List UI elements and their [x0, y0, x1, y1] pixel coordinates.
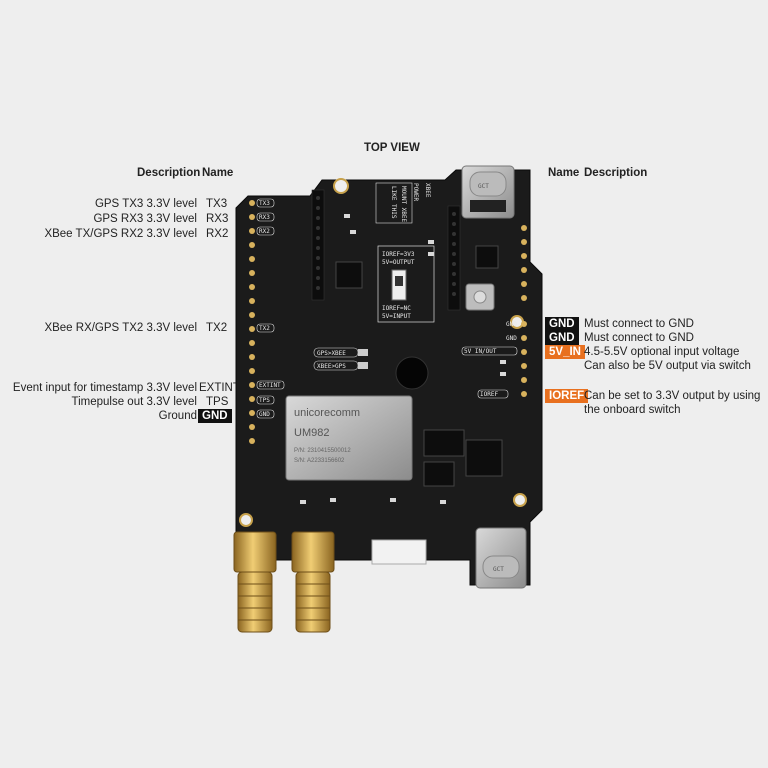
silk-label-extint: EXTINT [259, 382, 281, 389]
ic-u3 [475, 245, 499, 269]
usb-c-bottom: GCT [475, 527, 527, 589]
left-header-pads [249, 200, 255, 444]
pcb-outline [235, 169, 543, 586]
left-pin-name: EXTINT [199, 382, 240, 394]
right-pin-name-tag: IOREF [545, 389, 589, 403]
right-header-pads [521, 225, 527, 397]
silk-label-tps: TPS [259, 397, 270, 404]
left-pin-description: Event input for timestamp 3.3V level [12, 382, 197, 394]
right-pin-description: 4.5-5.5V optional input voltage [584, 346, 740, 358]
sma-connector-right [291, 531, 335, 633]
right-name-header: Name [548, 167, 580, 179]
left-description-header: Description [137, 167, 201, 179]
right-pin-description: Must connect to GND [584, 332, 694, 344]
svg-text:IOREF=3V3: IOREF=3V3 [382, 251, 415, 258]
left-pin-name: TPS [206, 396, 229, 408]
svg-text:XBEE>GPS: XBEE>GPS [317, 363, 346, 370]
left-pin-description: GPS RX3 3.3V level [93, 213, 197, 225]
module-pn: P/N: 2310415500012 [294, 448, 351, 454]
left-name-header: Name [202, 167, 234, 179]
mounting-holes [239, 178, 527, 527]
svg-text:5V=OUTPUT: 5V=OUTPUT [382, 259, 415, 266]
left-pin-name: TX3 [206, 198, 228, 210]
left-pin-description: GPS TX3 3.3V level [94, 198, 197, 210]
gps-xbee-selectors: GPS>XBEE XBEE>GPS [313, 347, 368, 371]
reset-button [465, 283, 495, 311]
ic-u7 [423, 461, 455, 487]
gnss-module-um982: unicorecomm UM982 P/N: 2310415500012 S/N… [285, 395, 413, 481]
right-pin-name-tag: GND [545, 317, 579, 331]
left-pin-name-tag: GND [198, 409, 232, 423]
ic-u9 [465, 439, 503, 477]
silk-label-tx2: TX2 [259, 325, 270, 332]
power-xbee-silk: POWER XBEE [412, 183, 431, 201]
silk-label-rx3: RX3 [259, 214, 270, 221]
left-pin-name: TX2 [206, 322, 228, 334]
left-silk-labels: TX3 RX3 RX2 TX2 EXTINT TPS GND [256, 198, 285, 419]
ioref-switch-block: IOREF=3V3 5V=OUTPUT IOREF=NC 5V=INPUT [377, 245, 435, 323]
module-brand: unicorecomm [294, 407, 360, 419]
silk-label-rx2: RX2 [259, 228, 270, 235]
svg-text:5V=INPUT: 5V=INPUT [382, 313, 411, 320]
xbee-mount-note: MOUNT XBEE LIKE THIS [375, 182, 413, 224]
svg-text:GCT: GCT [478, 183, 489, 190]
jst-connector [371, 539, 427, 565]
module-sn: S/N: A2233156602 [294, 458, 345, 464]
xbee-header-left [311, 189, 325, 301]
right-pin-description-line2: the onboard switch [584, 404, 681, 416]
right-pin-description: Can be set to 3.3V output by using [584, 390, 761, 402]
silk-label-gnd-r2: GND [506, 335, 517, 342]
silk-label-ioref: IOREF [480, 391, 498, 398]
ic-u12 [335, 261, 363, 289]
left-pin-description: XBee TX/GPS RX2 3.3V level [44, 228, 197, 240]
left-pin-name: RX2 [206, 228, 229, 240]
svg-text:POWER: POWER [412, 183, 419, 201]
silk-label-gnd-r1: GND [506, 321, 517, 328]
xbee-header-right [447, 205, 461, 311]
svg-text:GCT: GCT [493, 566, 504, 573]
svg-text:GPS>XBEE: GPS>XBEE [317, 350, 346, 357]
right-pin-description: Must connect to GND [584, 318, 694, 330]
right-pin-description-line2: Can also be 5V output via switch [584, 360, 751, 372]
silk-label-tx3: TX3 [259, 200, 270, 207]
left-pin-description: XBee RX/GPS TX2 3.3V level [44, 322, 197, 334]
right-pin-name-tag: 5V_IN [545, 345, 585, 359]
buzzer [395, 356, 429, 390]
left-pin-description: Ground [158, 410, 197, 422]
right-pin-name-tag: GND [545, 331, 579, 345]
sma-connector-left [233, 531, 277, 633]
right-silk-labels: GND GND 5V IN/OUT IOREF [461, 321, 518, 399]
svg-text:MOUNT XBEE: MOUNT XBEE [400, 186, 407, 223]
left-pin-description: Timepulse out 3.3V level [71, 396, 197, 408]
usb-c-top: GCT [461, 165, 515, 219]
left-pin-name: RX3 [206, 213, 229, 225]
module-model: UM982 [294, 427, 329, 439]
right-description-header: Description [584, 167, 648, 179]
diagram-title: TOP VIEW [364, 142, 420, 154]
svg-text:XBEE: XBEE [424, 183, 431, 198]
svg-text:IOREF=NC: IOREF=NC [382, 305, 411, 312]
ic-u5 [423, 429, 465, 457]
silk-label-5v-in-out: 5V IN/OUT [464, 348, 497, 355]
svg-text:LIKE THIS: LIKE THIS [390, 186, 397, 219]
silk-label-gnd: GND [259, 411, 270, 418]
